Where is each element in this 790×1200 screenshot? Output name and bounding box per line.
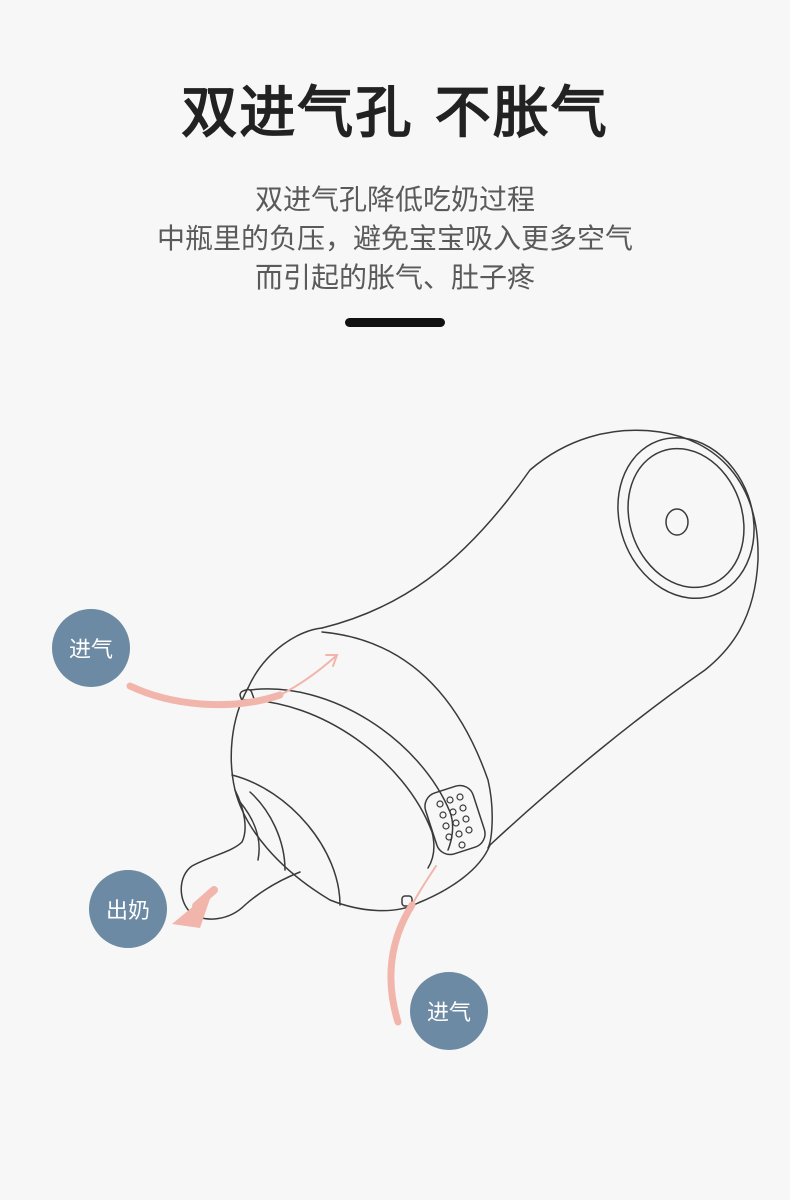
milk-out-badge: 出奶 xyxy=(89,870,167,948)
air-in-top-arrow-tail xyxy=(279,655,337,696)
grip-pad xyxy=(424,784,486,856)
description-line-1: 双进气孔降低吃奶过程 xyxy=(254,183,535,216)
description: 双进气孔降低吃奶过程 中瓶里的负压，避免宝宝吸入更多空气 而引起的胀气、肚子疼 xyxy=(0,180,790,297)
collar-ring-1 xyxy=(321,631,493,849)
air-in-top-badge: 进气 xyxy=(52,609,130,687)
air-in-top-arrow xyxy=(126,682,284,709)
air-in-bottom-badge: 进气 xyxy=(410,972,488,1050)
collar-top-edge xyxy=(247,627,323,689)
air-in-bottom-arrow-tail xyxy=(411,865,437,906)
description-line-2: 中瓶里的负压，避免宝宝吸入更多空气 xyxy=(156,222,633,255)
base-vent-hole xyxy=(665,508,689,536)
description-line-3: 而引起的胀气、肚子疼 xyxy=(254,261,535,294)
air-in-bottom-arrow xyxy=(387,901,416,1026)
nipple-shoulder xyxy=(249,791,286,871)
collar-lower-shell xyxy=(230,687,491,912)
nipple-ridge xyxy=(239,801,260,861)
bottle-base-outer xyxy=(617,436,755,600)
bottle-illustration xyxy=(126,429,759,1026)
milk-out-stem xyxy=(192,886,218,910)
page-title: 双进气孔 不胀气 xyxy=(181,81,609,146)
collar-ring-3 xyxy=(243,699,435,869)
base-vent-slot xyxy=(401,895,413,907)
collar-ring-2 xyxy=(249,688,454,851)
air-in-top-arrowhead xyxy=(325,654,339,667)
nipple-base-ring xyxy=(231,774,341,906)
nipple-outline xyxy=(180,789,301,920)
grip-dots xyxy=(436,793,473,849)
divider-bar xyxy=(345,318,445,327)
bottle-body-outline xyxy=(321,429,759,846)
bottle-base-inner xyxy=(627,447,745,589)
